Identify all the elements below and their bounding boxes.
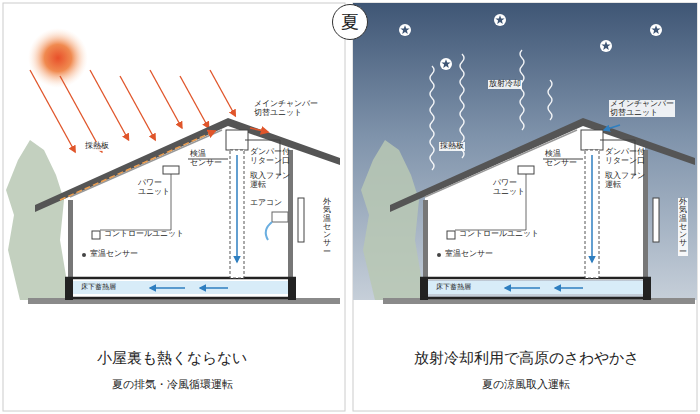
part-label: ダンパー付 リターン口 bbox=[250, 148, 290, 165]
part-label: ダンパー付 リターン口 bbox=[605, 148, 645, 165]
part-label: コントロールユニット bbox=[459, 230, 539, 239]
part-label: 検温 センサー bbox=[190, 150, 222, 167]
part-label: パワー ユニット bbox=[138, 179, 170, 196]
part-label: メインチャンバー 切替ユニット bbox=[254, 100, 318, 117]
panel-caption: 小屋裏も熱くならない bbox=[97, 350, 247, 367]
panel-caption: 放射冷却利用で高原のさわやかさ bbox=[414, 350, 639, 367]
part-label: 床下蓄熱層 bbox=[435, 283, 472, 291]
house-summer-night bbox=[361, 118, 695, 304]
radiative-cooling-waves bbox=[430, 50, 552, 170]
house-summer-day bbox=[6, 118, 340, 304]
part-label: メインチャンバー 切替ユニット bbox=[609, 100, 675, 117]
cold-air bbox=[266, 222, 272, 240]
sun bbox=[28, 28, 88, 88]
part-label: 外気温センサー bbox=[323, 198, 331, 256]
season-text: 夏 bbox=[341, 10, 359, 34]
season-circle: 夏 bbox=[332, 4, 368, 40]
part-label: 室温センサー bbox=[445, 250, 493, 259]
exhaust-arrow bbox=[250, 128, 268, 132]
part-label: パワー ユニット bbox=[493, 179, 525, 196]
panel-subcaption: 夏の涼風取入運転 bbox=[482, 378, 570, 390]
part-label: 床下蓄熱層 bbox=[80, 283, 117, 291]
part-label: 室温センサー bbox=[90, 250, 138, 259]
part-label: 取入ファン 運転 bbox=[605, 172, 645, 189]
panel-subcaption: 夏の排気・冷風循環運転 bbox=[112, 378, 233, 390]
part-label: 採熱板 bbox=[439, 142, 465, 151]
intake-arrow bbox=[604, 125, 620, 130]
part-label: エアコン bbox=[250, 199, 282, 208]
part-label: 採熱板 bbox=[84, 142, 110, 151]
part-label: コントロールユニット bbox=[104, 230, 184, 239]
part-label: 放射冷却 bbox=[488, 80, 522, 89]
air-conditioner bbox=[272, 212, 288, 222]
stars bbox=[399, 14, 662, 70]
part-label: 検温 センサー bbox=[545, 150, 577, 167]
part-label: 取入ファン 運転 bbox=[250, 172, 290, 189]
part-label: 外気温センサー bbox=[678, 198, 688, 256]
